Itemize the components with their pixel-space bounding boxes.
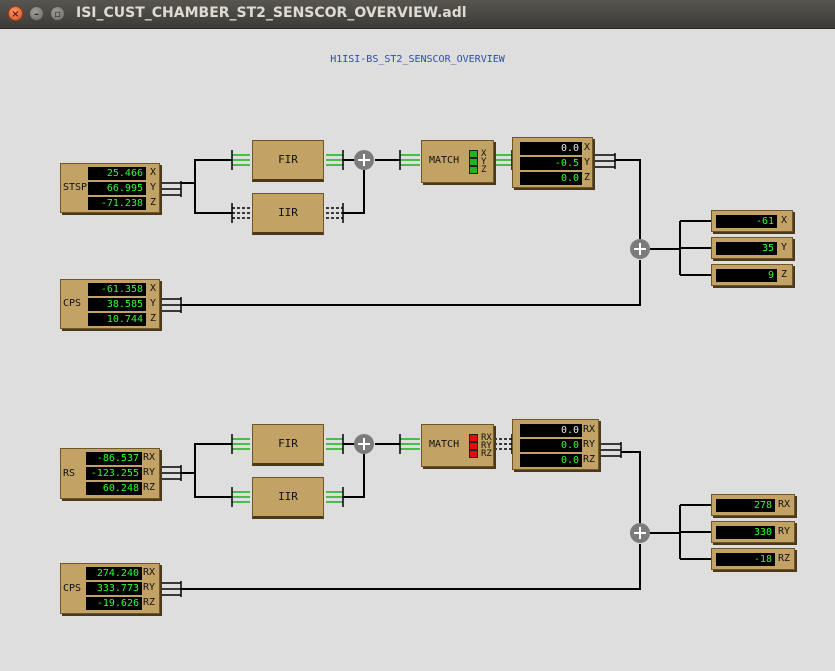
stsp-y-readback: 66.995 bbox=[88, 182, 146, 195]
stsp-z-readback: -71.238 bbox=[88, 197, 146, 210]
output-rx-axis: RX bbox=[778, 499, 791, 510]
output-ry-readback: 330 bbox=[716, 526, 775, 539]
window-title: ISI_CUST_CHAMBER_ST2_SENSCOR_OVERVIEW.ad… bbox=[76, 5, 467, 21]
output-x-axis: X bbox=[781, 215, 788, 226]
sum-junction-icon bbox=[354, 150, 374, 170]
iir-rotation-filter-button[interactable]: IIR bbox=[252, 477, 324, 519]
sum-junction-icon bbox=[630, 523, 650, 543]
match-out-rx-axis: RX bbox=[583, 424, 596, 435]
cps-rotation-block: CPS 274.240 333.773 -19.626 RX RY RZ bbox=[60, 563, 160, 614]
output-x-block: -61 X bbox=[711, 210, 793, 232]
fir-filter-button[interactable]: FIR bbox=[252, 140, 324, 182]
stsp-block: STSP 25.466 66.995 -71.238 X Y Z bbox=[60, 163, 160, 213]
match-rotation-block[interactable]: MATCH RX RY RZ bbox=[421, 424, 494, 467]
stsp-label: STSP bbox=[63, 182, 88, 193]
cps-rz-readback: -19.626 bbox=[86, 597, 142, 610]
cps-z-readback: 10.744 bbox=[88, 313, 146, 326]
match-out-rz-readback: 0.0 bbox=[520, 454, 582, 467]
cps-x-axis: X bbox=[150, 283, 157, 294]
match-out-rx-readback: 0.0 bbox=[520, 424, 582, 437]
match-out-block: 0.0 -0.5 0.0 X Y Z bbox=[512, 137, 593, 188]
rs-rz-readback: 60.248 bbox=[86, 482, 142, 495]
match-led-x-label: X bbox=[481, 149, 487, 159]
cps-ry-axis: RY bbox=[143, 582, 156, 593]
match-z-led-icon bbox=[469, 166, 478, 174]
output-ry-axis: RY bbox=[778, 526, 791, 537]
match-out-z-axis: Z bbox=[584, 172, 591, 183]
rs-rx-readback: -86.537 bbox=[86, 452, 142, 465]
match-led-rz-label: RZ bbox=[481, 449, 492, 459]
stsp-x-axis: X bbox=[150, 167, 157, 178]
cps-rx-readback: 274.240 bbox=[86, 567, 142, 580]
cps-translation-block: CPS -61.358 38.585 10.744 X Y Z bbox=[60, 279, 160, 329]
match-led-z-label: Z bbox=[481, 165, 487, 175]
cps-rot-label: CPS bbox=[63, 583, 82, 594]
output-rx-block: 278 RX bbox=[711, 494, 795, 516]
cps-z-axis: Z bbox=[150, 313, 157, 324]
rs-ry-axis: RY bbox=[143, 467, 156, 478]
output-rz-readback: -18 bbox=[716, 553, 775, 566]
output-ry-block: 330 RY bbox=[711, 521, 795, 543]
output-y-axis: Y bbox=[781, 242, 788, 253]
iir-filter-button[interactable]: IIR bbox=[252, 193, 324, 235]
output-rx-readback: 278 bbox=[716, 499, 775, 512]
match-rx-led-icon bbox=[469, 434, 478, 442]
sum-junction-icon bbox=[630, 239, 650, 259]
match-led-ry-label: RY bbox=[481, 441, 492, 451]
match-out-y-axis: Y bbox=[584, 157, 591, 168]
output-rz-block: -18 RZ bbox=[711, 548, 795, 570]
output-rz-axis: RZ bbox=[778, 553, 791, 564]
output-z-readback: 9 bbox=[716, 269, 777, 282]
stsp-y-axis: Y bbox=[150, 182, 157, 193]
match-out-ry-readback: 0.0 bbox=[520, 439, 582, 452]
match-rz-led-icon bbox=[469, 450, 478, 458]
output-x-readback: -61 bbox=[716, 215, 777, 228]
stsp-z-axis: Z bbox=[150, 197, 157, 208]
match-out-x-axis: X bbox=[584, 142, 591, 153]
match-y-led-icon bbox=[469, 158, 478, 166]
match-out-ry-axis: RY bbox=[583, 439, 596, 450]
rs-ry-readback: -123.255 bbox=[86, 467, 142, 480]
screen-title: H1ISI-BS_ST2_SENSCOR_OVERVIEW bbox=[330, 54, 505, 65]
cps-rx-axis: RX bbox=[143, 567, 156, 578]
match-label: MATCH bbox=[429, 155, 460, 166]
match-out-x-readback: 0.0 bbox=[520, 142, 582, 155]
stsp-x-readback: 25.466 bbox=[88, 167, 146, 180]
match-block[interactable]: MATCH X Y Z bbox=[421, 140, 494, 183]
rs-rz-axis: RZ bbox=[143, 482, 156, 493]
match-out-y-readback: -0.5 bbox=[520, 157, 582, 170]
cps-ry-readback: 333.773 bbox=[86, 582, 142, 595]
cps-rz-axis: RZ bbox=[143, 597, 156, 608]
match-led-rx-label: RX bbox=[481, 433, 492, 443]
fir-rotation-filter-button[interactable]: FIR bbox=[252, 424, 324, 466]
cps-label: CPS bbox=[63, 298, 82, 309]
match-x-led-icon bbox=[469, 150, 478, 158]
cps-y-readback: 38.585 bbox=[88, 298, 146, 311]
sum-junction-icon bbox=[354, 434, 374, 454]
cps-x-readback: -61.358 bbox=[88, 283, 146, 296]
match-rotation-out-block: 0.0 0.0 0.0 RX RY RZ bbox=[512, 419, 599, 470]
output-y-block: 35 Y bbox=[711, 237, 793, 259]
match-led-y-label: Y bbox=[481, 157, 487, 167]
match-ry-led-icon bbox=[469, 442, 478, 450]
output-z-block: 9 Z bbox=[711, 264, 793, 286]
close-button[interactable]: × bbox=[8, 6, 23, 21]
match-out-rz-axis: RZ bbox=[583, 454, 596, 465]
output-z-axis: Z bbox=[781, 269, 788, 280]
match-out-z-readback: 0.0 bbox=[520, 172, 582, 185]
maximize-button[interactable]: ▫ bbox=[50, 6, 65, 21]
output-y-readback: 35 bbox=[716, 242, 777, 255]
minimize-button[interactable]: – bbox=[29, 6, 44, 21]
match-rot-label: MATCH bbox=[429, 439, 460, 450]
title-bar: × – ▫ ISI_CUST_CHAMBER_ST2_SENSCOR_OVERV… bbox=[0, 0, 835, 29]
rs-block: RS -86.537 -123.255 60.248 RX RY RZ bbox=[60, 448, 160, 499]
cps-y-axis: Y bbox=[150, 298, 157, 309]
rs-label: RS bbox=[63, 468, 76, 479]
rs-rx-axis: RX bbox=[143, 452, 156, 463]
